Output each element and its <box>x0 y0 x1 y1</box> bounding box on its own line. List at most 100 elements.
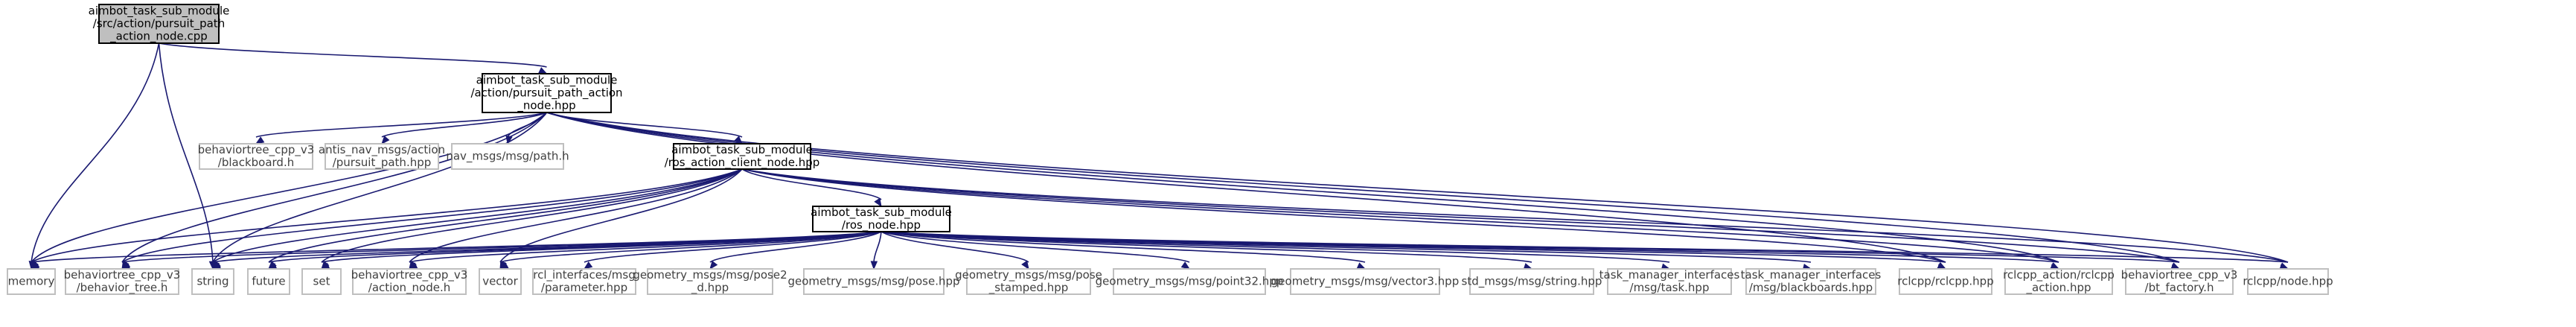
node-navpath: nav_msgs/msg/path.h <box>446 143 569 170</box>
node-box <box>482 73 612 113</box>
node-label-line: /bt_factory.h <box>2145 281 2214 295</box>
edge-line <box>381 112 547 138</box>
node-label-line: aimbot_task_sub_module <box>476 74 618 88</box>
node-label-line: _d.hpp <box>691 281 729 295</box>
node-pose: geometry_msgs/msg/pose.hpp <box>787 268 960 295</box>
edge-line <box>159 42 547 68</box>
node-box <box>65 268 179 295</box>
node-box <box>1290 268 1440 295</box>
node-pose2d: geometry_msgs/msg/pose2_d.hpp <box>633 268 787 295</box>
node-box <box>199 143 313 170</box>
node-box <box>98 4 220 44</box>
node-label-line: _action_node.cpp <box>109 30 208 44</box>
nodes-layer: aimbot_task_sub_module/src/action/pursui… <box>7 4 2333 295</box>
edges-layer <box>28 42 2289 272</box>
node-label-line: geometry_msgs/msg/point32.hpp <box>1096 275 1284 289</box>
edge-line <box>873 231 882 263</box>
edge-line <box>121 168 743 263</box>
node-box <box>2125 268 2234 295</box>
node-box <box>2247 268 2329 295</box>
node-label-line: aimbot_task_sub_module <box>671 143 813 157</box>
node-label-line: geometry_msgs/msg/pose.hpp <box>787 275 959 289</box>
node-label-line: /behavior_tree.h <box>77 281 168 295</box>
node-box <box>325 143 439 170</box>
edge-arrowhead <box>1356 262 1367 270</box>
edge-line <box>880 231 1533 263</box>
node-box <box>1607 268 1732 295</box>
node-future: future <box>247 268 290 295</box>
edge-line <box>321 168 743 263</box>
node-btfactory: behaviortree_cpp_v3/bt_factory.h <box>2121 268 2238 295</box>
edge-rosnode-to-vector3 <box>880 231 1367 270</box>
edge-arrowhead <box>874 197 882 208</box>
node-label-line: behaviortree_cpp_v3 <box>351 268 468 282</box>
node-label-line: behaviortree_cpp_v3 <box>64 268 181 282</box>
edge-arrowhead <box>1180 261 1191 270</box>
node-label-line: /msg/task.hpp <box>1630 281 1710 294</box>
node-label-line: rclcpp/rclcpp.hpp <box>1897 275 1993 288</box>
edge-line <box>584 231 882 263</box>
node-vector: vector <box>479 268 522 295</box>
node-label-line: behaviortree_cpp_v3 <box>2121 268 2238 282</box>
edge-main-to-memory <box>28 42 160 270</box>
edge-line <box>31 42 160 263</box>
node-string: string <box>191 268 234 295</box>
node-label-line: task_manager_interfaces <box>1741 268 1882 282</box>
edge-line <box>741 168 2059 263</box>
node-box <box>812 206 950 232</box>
node-box <box>191 268 234 295</box>
node-label-line: set <box>313 275 330 288</box>
node-label-line: /pursuit_path.hpp <box>333 156 432 170</box>
node-label-line: rclcpp_action/rclcpp <box>2003 268 2115 282</box>
node-box <box>247 268 290 295</box>
edge-line <box>212 112 548 263</box>
edge-line <box>546 112 2180 263</box>
node-label-line: memory <box>8 275 55 288</box>
edge-line <box>31 168 743 263</box>
node-box <box>1469 268 1594 295</box>
node-point32: geometry_msgs/msg/point32.hpp <box>1096 268 1284 295</box>
node-rac[interactable]: aimbot_task_sub_module/ros_action_client… <box>665 143 820 170</box>
node-box <box>1745 268 1876 295</box>
node-box <box>1113 268 1266 295</box>
node-box <box>352 268 467 295</box>
edge-pursuit_hpp-to-bb <box>255 112 547 145</box>
node-posest: geometry_msgs/msg/pose_stamped.hpp <box>955 268 1102 295</box>
edge-main-to-pursuit_hpp <box>159 42 548 74</box>
node-label-line: vector <box>482 275 518 288</box>
node-rosnode[interactable]: aimbot_task_sub_module/ros_node.hpp <box>811 206 952 232</box>
node-pursuit_hpp[interactable]: aimbot_task_sub_module/action/pursuit_pa… <box>470 73 623 113</box>
node-btree: behaviortree_cpp_v3/behavior_tree.h <box>64 268 181 295</box>
edge-line <box>121 112 548 263</box>
edge-arrowhead <box>381 135 390 145</box>
edge-line <box>880 231 2289 263</box>
node-label-line: behaviortree_cpp_v3 <box>198 143 315 157</box>
edge-arrowhead <box>583 261 593 270</box>
edge-arrowhead <box>255 136 265 145</box>
edge-arrowhead <box>1021 260 1029 270</box>
node-label-line: aimbot_task_sub_module <box>811 206 952 220</box>
node-label-line: nav_msgs/msg/path.h <box>446 150 569 164</box>
node-label-line: /action_node.h <box>368 281 450 295</box>
edge-rosnode-to-point32 <box>880 231 1191 270</box>
edge-rosnode-to-pose2d <box>709 231 882 270</box>
node-box <box>301 268 342 295</box>
node-actionnode: behaviortree_cpp_v3/action_node.h <box>351 268 468 295</box>
node-box <box>2004 268 2113 295</box>
node-label-line: /msg/blackboards.hpp <box>1749 281 1873 294</box>
node-label-line: string <box>196 275 228 288</box>
node-label-line: /ros_node.hpp <box>842 218 921 232</box>
node-param: rcl_interfaces/msg/parameter.hpp <box>532 268 636 295</box>
edge-line <box>741 168 2180 263</box>
edge-rac-to-btfactory <box>741 168 2181 270</box>
node-label-line: rcl_interfaces/msg <box>533 268 635 282</box>
node-label-line: /blackboard.h <box>218 156 294 169</box>
edge-line <box>546 112 2289 263</box>
node-label-line: /parameter.hpp <box>541 281 627 294</box>
node-stdstring: std_msgs/msg/string.hpp <box>1462 268 1602 295</box>
edge-line <box>255 112 547 138</box>
node-main[interactable]: aimbot_task_sub_module/src/action/pursui… <box>89 4 230 44</box>
node-box <box>532 268 636 295</box>
edge-line <box>880 231 1190 263</box>
edge-line <box>741 168 1946 263</box>
